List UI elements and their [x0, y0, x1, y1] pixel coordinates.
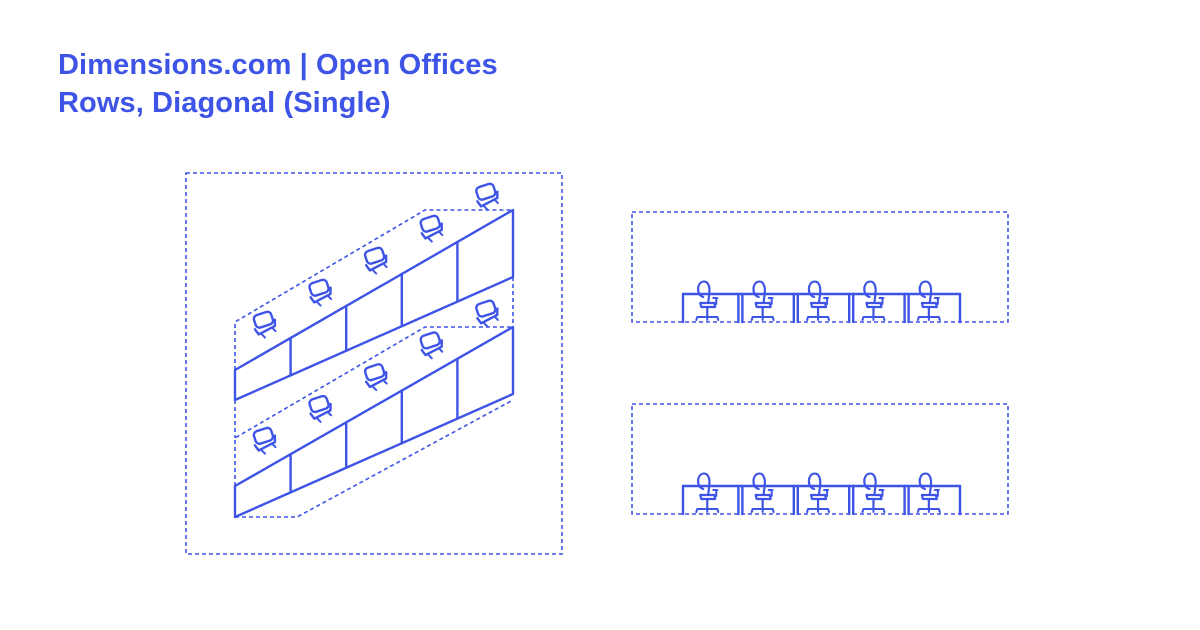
- clearance-outline: [234, 326, 513, 486]
- chair-icon: [472, 180, 503, 213]
- isometric-boundary: [185, 172, 563, 555]
- elevation-view: [631, 211, 1009, 324]
- chair-icon: [750, 472, 775, 514]
- chair-icon: [416, 212, 448, 245]
- chair-icon: [416, 329, 448, 362]
- chair-icon: [305, 393, 337, 426]
- desk-row: [233, 297, 515, 519]
- elevation-boundary: [631, 403, 1009, 515]
- chair-icon: [695, 280, 720, 322]
- chair-icon: [750, 280, 775, 322]
- desk-row: [233, 180, 515, 402]
- chair-icon: [805, 280, 831, 322]
- desk-row-front: [233, 325, 515, 519]
- isometric-view: [185, 172, 563, 555]
- page-subtitle: Rows, Diagonal (Single): [58, 87, 391, 119]
- chair-icon: [861, 280, 886, 322]
- chair-icon: [305, 276, 337, 309]
- chair-icon: [360, 361, 392, 394]
- chair-icon: [695, 472, 720, 514]
- chair-icon: [805, 472, 831, 514]
- title-block: Dimensions.com | Open Offices Rows, Diag…: [58, 46, 498, 122]
- chair-icon: [916, 280, 941, 322]
- chair-icon: [861, 472, 886, 514]
- desk-row-front: [233, 208, 515, 402]
- chair-icon: [249, 308, 281, 341]
- chair-icon: [360, 244, 392, 277]
- page-title: Dimensions.com | Open Offices: [58, 49, 498, 81]
- chair-icon: [916, 472, 941, 514]
- elevation-boundary: [631, 211, 1009, 323]
- chair-icon: [249, 425, 281, 458]
- chair-icon: [472, 297, 503, 330]
- clearance-outline: [234, 209, 513, 370]
- elevation-view: [631, 403, 1009, 516]
- base-outline: [235, 399, 514, 518]
